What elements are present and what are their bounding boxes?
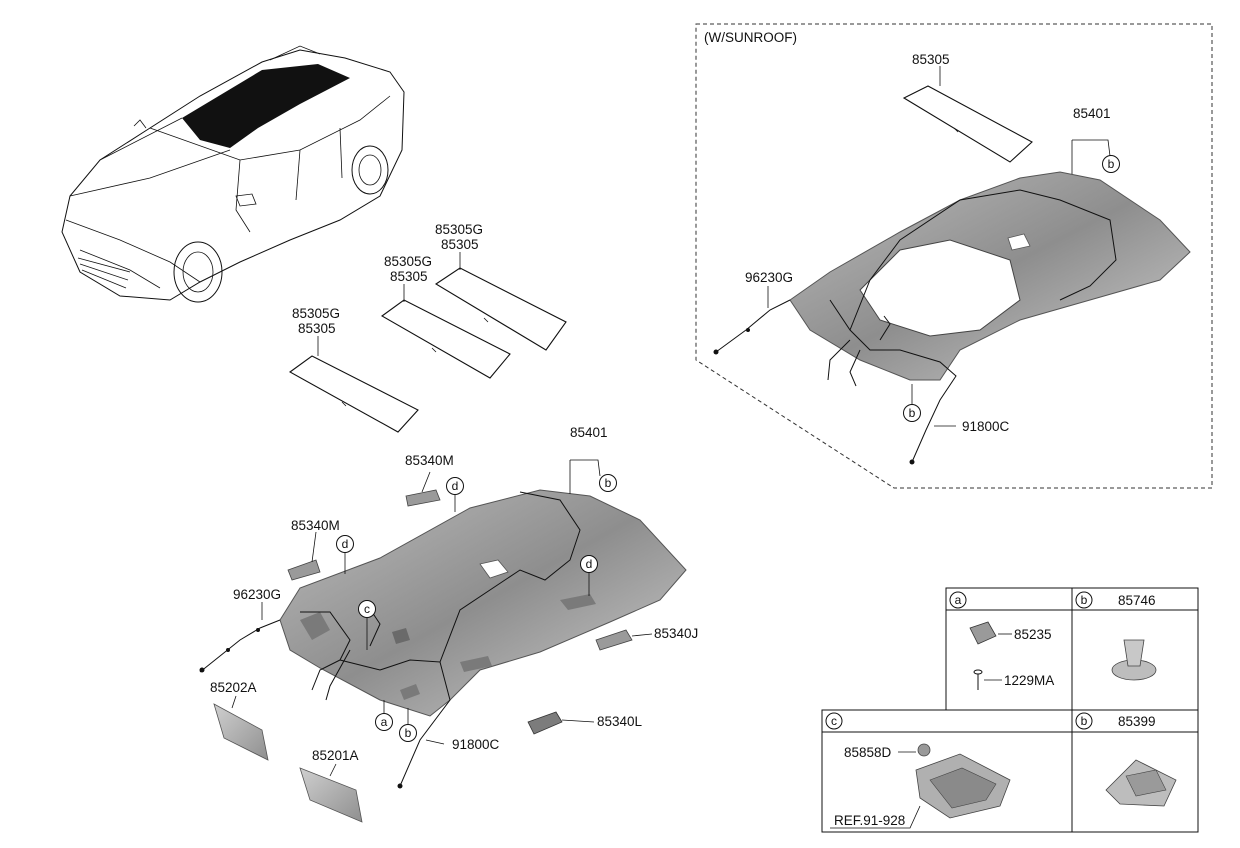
svg-text:b: b bbox=[1108, 157, 1115, 171]
label-p1-a: 85305G bbox=[292, 306, 340, 321]
label-p3-a: 85305G bbox=[435, 222, 483, 237]
sunroof-variant-box bbox=[695, 23, 1213, 489]
svg-text:b: b bbox=[1081, 593, 1088, 607]
assist-handle-right bbox=[595, 629, 633, 651]
table-cell-a-header: a bbox=[949, 591, 967, 609]
sunroof-roof-panel bbox=[902, 85, 1033, 163]
svg-text:d: d bbox=[452, 479, 459, 493]
assist-handle-upper bbox=[405, 489, 441, 507]
vehicle-illustration bbox=[61, 45, 405, 303]
headliner-main bbox=[199, 489, 687, 789]
label-p2-b: 85305 bbox=[390, 269, 428, 284]
label-p2-a: 85305G bbox=[384, 254, 432, 269]
callout-c-main: c bbox=[358, 600, 376, 618]
label-main-91800C: 91800C bbox=[452, 737, 500, 752]
label-main-85401: 85401 bbox=[570, 425, 608, 440]
table-b1-part: 85746 bbox=[1118, 593, 1156, 608]
label-main-96230G: 96230G bbox=[233, 587, 281, 602]
svg-text:a: a bbox=[955, 593, 962, 607]
label-85202A: 85202A bbox=[210, 680, 257, 695]
callout-b-main-bottom: b bbox=[399, 724, 417, 742]
sunroof-box-title: (W/SUNROOF) bbox=[704, 30, 797, 45]
svg-text:d: d bbox=[586, 557, 593, 571]
table-cell-b2-header: b bbox=[1075, 712, 1093, 730]
table-c-ref: REF.91-928 bbox=[834, 813, 905, 828]
svg-text:c: c bbox=[364, 602, 370, 616]
sun-visor-left bbox=[213, 703, 269, 761]
svg-text:d: d bbox=[342, 537, 349, 551]
table-a-part-85235: 85235 bbox=[1014, 627, 1052, 642]
roof-panel-1 bbox=[288, 355, 419, 433]
label-sr-96230G: 96230G bbox=[745, 270, 793, 285]
callout-d-right: d bbox=[580, 555, 598, 573]
label-sr-91800C: 91800C bbox=[962, 419, 1010, 434]
callout-d-left: d bbox=[336, 535, 354, 553]
table-a-part-1229MA: 1229MA bbox=[1004, 673, 1054, 688]
label-85340J: 85340J bbox=[654, 626, 698, 641]
sun-visor-right bbox=[299, 767, 363, 823]
svg-text:b: b bbox=[1081, 714, 1088, 728]
assist-handle-left bbox=[287, 559, 321, 581]
svg-text:b: b bbox=[605, 476, 612, 490]
label-sr-85401: 85401 bbox=[1073, 106, 1111, 121]
svg-text:c: c bbox=[831, 714, 837, 728]
svg-text:a: a bbox=[381, 715, 388, 729]
label-85201A: 85201A bbox=[312, 748, 359, 763]
roof-panel-group bbox=[288, 252, 567, 433]
assist-handle-rear bbox=[527, 711, 563, 735]
label-p1-b: 85305 bbox=[298, 321, 336, 336]
callout-b-main-top: b bbox=[599, 474, 617, 492]
callout-d-upper: d bbox=[446, 477, 464, 495]
table-c-part-85858D: 85858D bbox=[844, 745, 892, 760]
callout-b-sunroof-top: b bbox=[1102, 155, 1120, 173]
sunroof-headliner bbox=[713, 66, 1191, 465]
roof-panel-2 bbox=[380, 299, 511, 379]
table-cell-b1-header: b bbox=[1075, 591, 1093, 609]
svg-text:b: b bbox=[909, 406, 916, 420]
parts-table bbox=[821, 587, 1199, 833]
label-85340M-upper: 85340M bbox=[405, 453, 454, 468]
label-85340M-left: 85340M bbox=[291, 518, 340, 533]
callout-a-main: a bbox=[375, 713, 393, 731]
label-p3-b: 85305 bbox=[441, 237, 479, 252]
table-cell-c-header: c bbox=[825, 712, 843, 730]
roof-panel-3 bbox=[434, 267, 567, 351]
label-85340L: 85340L bbox=[597, 714, 643, 729]
callout-b-sunroof-bottom: b bbox=[903, 404, 921, 422]
label-sr-85305: 85305 bbox=[912, 52, 950, 67]
table-b2-part: 85399 bbox=[1118, 714, 1156, 729]
svg-text:b: b bbox=[405, 726, 412, 740]
